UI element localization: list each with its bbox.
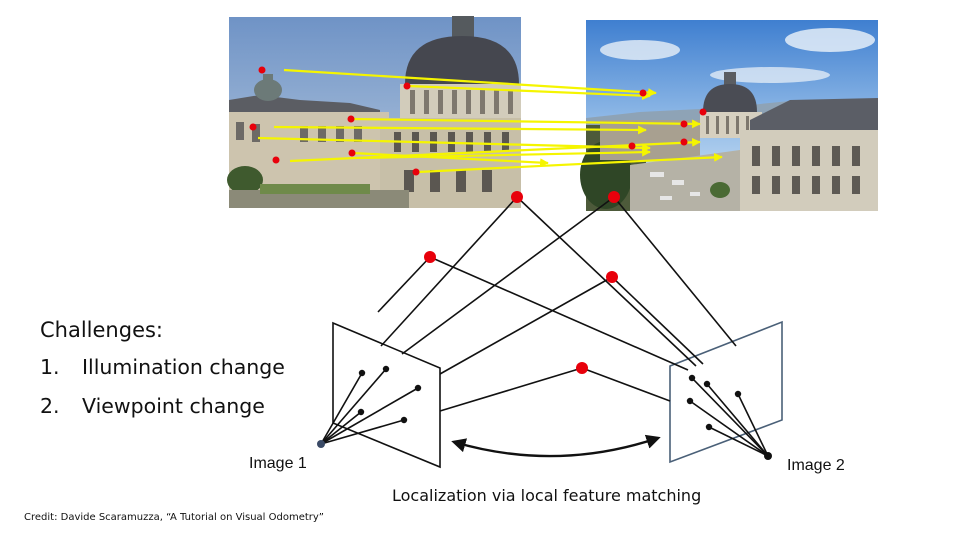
feature-point-marker [699, 108, 707, 116]
challenge-number: 1. [40, 355, 60, 379]
feature-point-marker [348, 149, 356, 157]
projection-lines-camera-1 [320, 196, 615, 445]
match-arrow [273, 125, 647, 135]
credit-line: Credit: Davide Scaramuzza, “A Tutorial o… [24, 512, 324, 523]
projected-point [703, 380, 711, 388]
right-building-photo [580, 20, 878, 211]
challenge-item: 2. Viewpoint change [40, 394, 265, 418]
double-headed-arrow [451, 434, 661, 458]
feature-point-marker [424, 251, 436, 263]
feature-point-marker [628, 142, 636, 150]
match-arrow [417, 152, 723, 174]
feature-point-marker [403, 82, 411, 90]
projected-point [734, 390, 742, 398]
diagram-caption: Localization via local feature matching [392, 486, 702, 505]
projection-lines-camera-2 [429, 196, 769, 457]
image-2-label: Image 2 [787, 457, 845, 474]
photo-feature-points [249, 66, 707, 176]
challenge-text: Viewpoint change [82, 394, 265, 418]
match-arrows [257, 68, 723, 174]
match-arrow [407, 84, 651, 101]
feature-point-marker [608, 191, 620, 203]
left-building-photo [227, 16, 521, 208]
projected-point [400, 416, 408, 424]
plane-2-points [686, 374, 742, 431]
challenges-heading: Challenges: [40, 318, 164, 342]
match-arrow [351, 117, 701, 129]
feature-point-marker [412, 168, 420, 176]
projected-point [357, 408, 365, 416]
feature-point-marker [511, 191, 523, 203]
projected-point [414, 384, 422, 392]
feature-point-marker [680, 120, 688, 128]
projected-point [705, 423, 713, 431]
match-arrow [351, 151, 549, 167]
match-arrow [283, 68, 657, 97]
world-points [424, 191, 620, 374]
camera-center-dot [764, 452, 772, 460]
feature-point-marker [249, 123, 257, 131]
feature-point-marker [680, 138, 688, 146]
plane-1-points [357, 365, 422, 424]
feature-point-marker [347, 115, 355, 123]
feature-point-marker [272, 156, 280, 164]
camera-center-dot [317, 440, 325, 448]
feature-point-marker [639, 89, 647, 97]
feature-point-marker [606, 271, 618, 283]
feature-point-marker [576, 362, 588, 374]
image-1-label: Image 1 [249, 455, 307, 472]
challenge-number: 2. [40, 394, 60, 418]
projected-point [358, 369, 366, 377]
challenge-item: 1. Illumination change [40, 355, 285, 379]
image-plane-2 [669, 320, 783, 464]
challenge-text: Illumination change [82, 355, 285, 379]
projected-point [382, 365, 390, 373]
projected-point [688, 374, 696, 382]
projected-point [686, 397, 694, 405]
match-arrow [359, 147, 651, 160]
feature-point-marker [258, 66, 266, 74]
